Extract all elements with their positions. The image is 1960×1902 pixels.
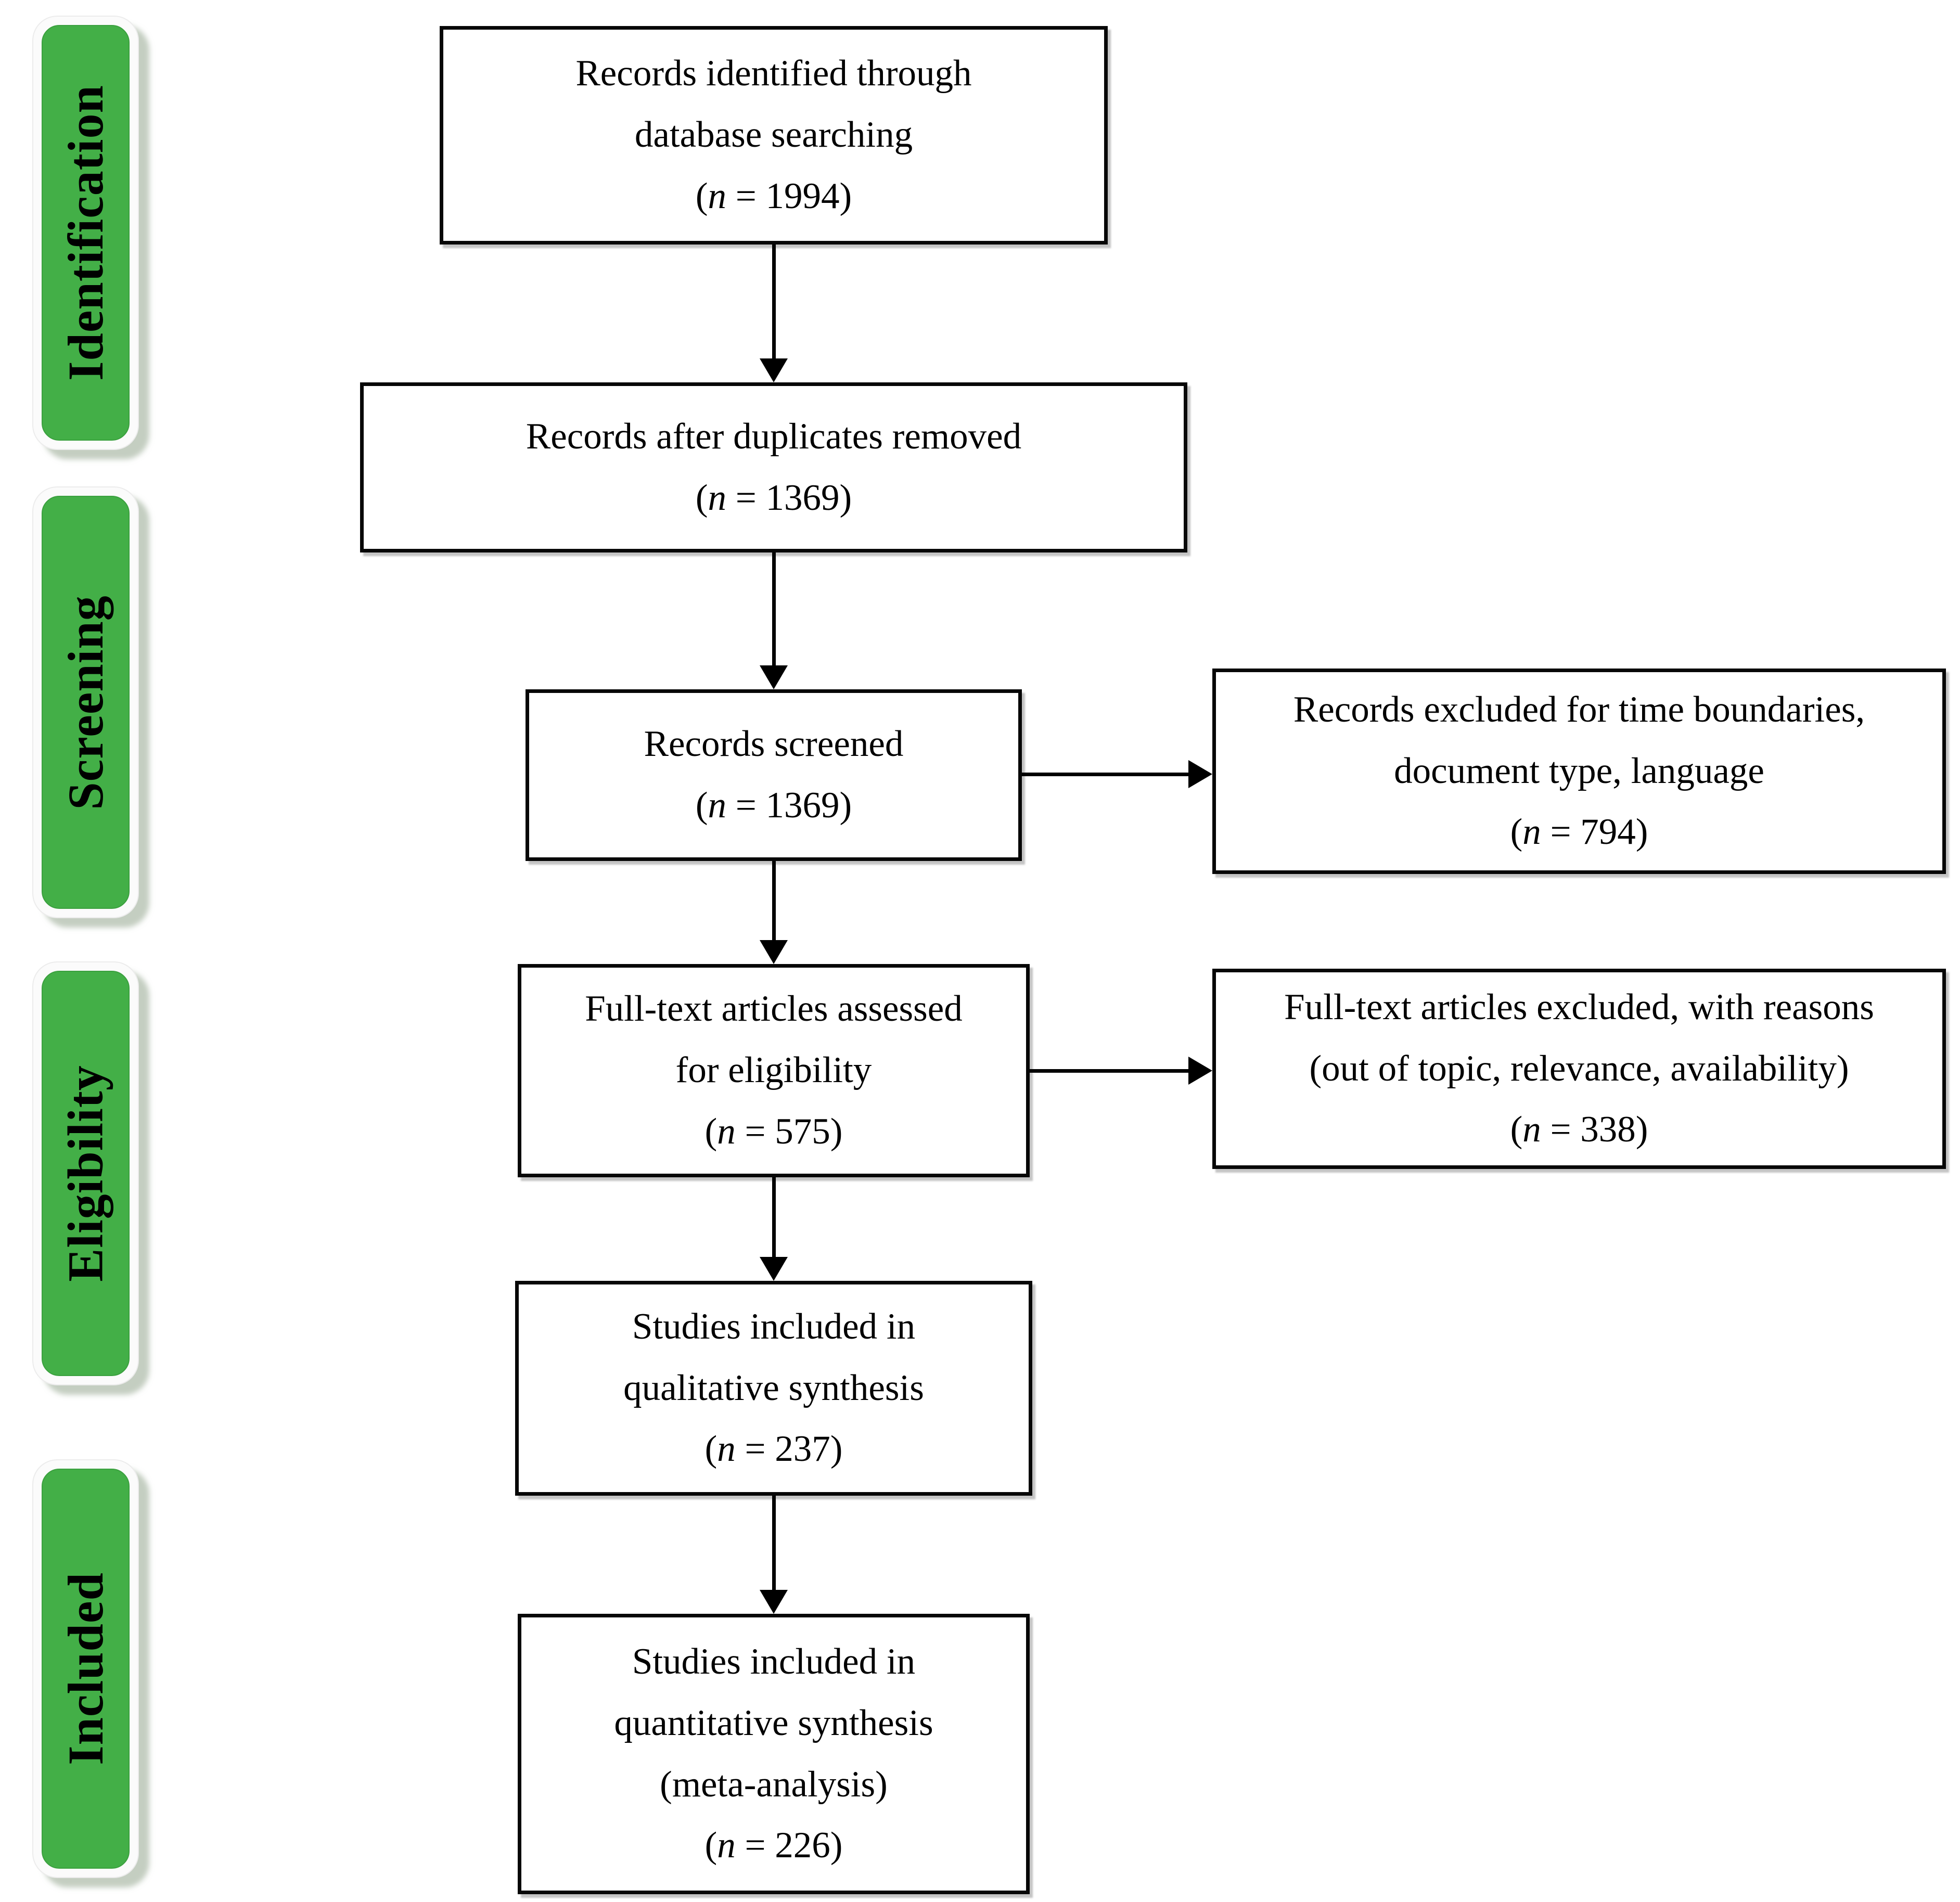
count-open: ( xyxy=(1510,1109,1523,1150)
arrow-qualitative-to-quantitative-head xyxy=(760,1590,788,1614)
box-text-line: Full-text articles assessed xyxy=(585,988,963,1030)
count-open: ( xyxy=(704,1825,718,1866)
box-records-screened: Records screened (n = 1369) xyxy=(526,689,1022,861)
stage-pill-identification-fill: Identification xyxy=(42,25,130,441)
count-value: = 338) xyxy=(1541,1109,1648,1150)
box-records-excluded: Records excluded for time boundaries, do… xyxy=(1212,669,1946,874)
arrow-screened-to-fulltext-head xyxy=(760,940,788,964)
arrow-fulltext-to-qualitative-shaft xyxy=(772,1177,776,1258)
count-value: = 575) xyxy=(735,1111,843,1152)
count-variable: n xyxy=(708,477,726,518)
stage-label-screening: Screening xyxy=(58,595,114,810)
stage-pill-eligibility-fill: Eligibility xyxy=(42,971,130,1376)
box-count-line: (n = 237) xyxy=(705,1419,843,1480)
stage-pill-eligibility: Eligibility xyxy=(32,961,139,1385)
count-value: = 1369) xyxy=(726,477,852,518)
count-value: = 794) xyxy=(1541,812,1648,853)
count-open: ( xyxy=(695,175,708,216)
stage-pill-identification: Identification xyxy=(32,16,139,450)
count-open: ( xyxy=(695,785,708,826)
count-value: = 237) xyxy=(735,1429,843,1470)
box-text-line: Records after duplicates removed xyxy=(526,416,1022,457)
stage-label-identification: Identification xyxy=(58,85,114,381)
count-variable: n xyxy=(1522,1109,1541,1150)
arrow-fulltext-to-excluded-head xyxy=(1188,1057,1212,1085)
box-count-line: (n = 1369) xyxy=(696,775,852,837)
box-text-line: Records excluded for time boundaries, xyxy=(1293,689,1865,730)
stage-pill-screening: Screening xyxy=(32,486,139,918)
arrow-screened-to-fulltext-shaft xyxy=(772,861,776,941)
box-fulltext-assessed: Full-text articles assessed for eligibil… xyxy=(518,964,1030,1177)
count-open: ( xyxy=(704,1111,718,1152)
box-records-deduplicated: Records after duplicates removed (n = 13… xyxy=(360,382,1187,552)
box-quantitative-synthesis: Studies included in quantitative synthes… xyxy=(518,1614,1030,1894)
box-text-line: (meta-analysis) xyxy=(660,1764,888,1805)
box-fulltext-excluded: Full-text articles excluded, with reason… xyxy=(1212,969,1946,1169)
count-variable: n xyxy=(708,175,726,216)
box-text-line: Records identified through xyxy=(575,53,972,94)
arrow-screened-to-excluded-shaft xyxy=(1022,773,1189,776)
box-text-line: document type, language xyxy=(1394,750,1764,791)
box-count-line: (n = 794) xyxy=(1510,802,1648,863)
box-count-line: (n = 226) xyxy=(705,1815,843,1877)
stage-label-included: Included xyxy=(58,1572,113,1765)
count-variable: n xyxy=(717,1825,736,1866)
arrow-qualitative-to-quantitative-shaft xyxy=(772,1496,776,1591)
box-text-line: Studies included in xyxy=(632,1306,916,1347)
box-qualitative-synthesis: Studies included in qualitative synthesi… xyxy=(515,1281,1032,1496)
arrow-deduplicated-to-screened-head xyxy=(760,665,788,689)
arrow-fulltext-to-excluded-shaft xyxy=(1030,1069,1189,1073)
box-count-line: (n = 338) xyxy=(1510,1099,1648,1161)
box-text-line: (out of topic, relevance, availability) xyxy=(1309,1048,1849,1089)
box-text-line: Records screened xyxy=(644,724,904,765)
box-text-line: database searching xyxy=(634,114,913,156)
arrow-identified-to-deduplicated-shaft xyxy=(772,245,776,359)
arrow-deduplicated-to-screened-shaft xyxy=(772,552,776,666)
box-count-line: (n = 1994) xyxy=(696,166,852,227)
box-text-line: qualitative synthesis xyxy=(623,1367,924,1408)
count-open: ( xyxy=(704,1429,718,1470)
stage-pill-included: Included xyxy=(32,1459,139,1878)
arrow-identified-to-deduplicated-head xyxy=(760,358,788,382)
count-open: ( xyxy=(695,477,708,518)
arrow-fulltext-to-qualitative-head xyxy=(760,1257,788,1281)
count-variable: n xyxy=(708,785,726,826)
stage-label-eligibility: Eligibility xyxy=(58,1065,114,1282)
box-count-line: (n = 575) xyxy=(705,1101,843,1163)
box-records-identified: Records identified through database sear… xyxy=(440,26,1108,245)
count-open: ( xyxy=(1510,812,1523,853)
arrow-screened-to-excluded-head xyxy=(1188,760,1212,788)
count-value: = 226) xyxy=(735,1825,843,1866)
count-variable: n xyxy=(717,1429,736,1470)
box-text-line: quantitative synthesis xyxy=(614,1702,933,1743)
stage-pill-included-fill: Included xyxy=(42,1469,130,1869)
box-text-line: Studies included in xyxy=(632,1641,916,1682)
box-count-line: (n = 1369) xyxy=(696,468,852,529)
box-text-line: for eligibility xyxy=(675,1050,872,1091)
box-text-line: Full-text articles excluded, with reason… xyxy=(1284,986,1874,1027)
stage-pill-screening-fill: Screening xyxy=(42,496,130,909)
count-variable: n xyxy=(1522,812,1541,853)
count-value: = 1994) xyxy=(726,175,852,216)
count-variable: n xyxy=(717,1111,736,1152)
count-value: = 1369) xyxy=(726,785,852,826)
